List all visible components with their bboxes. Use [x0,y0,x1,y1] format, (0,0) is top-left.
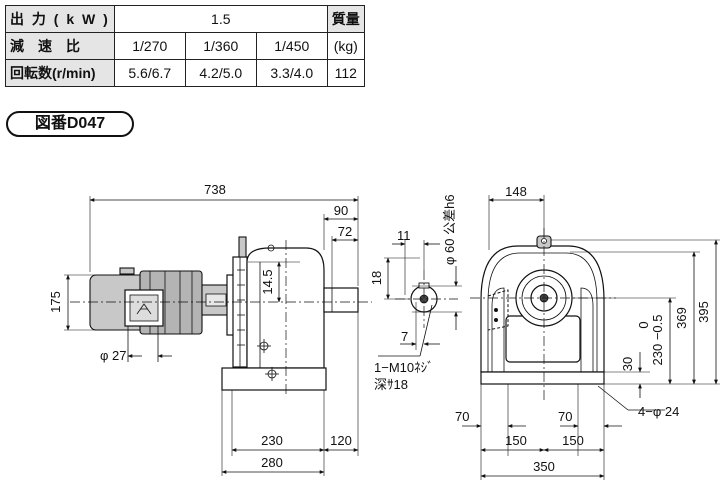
ratio-1: 1/270 [113,32,186,60]
dim-key-7: 7 [401,329,408,344]
output-shaft-side [323,287,359,313]
dim-shaft-90: 90 [334,203,348,218]
speed-1: 5.6/6.7 [113,59,186,87]
ratio-3: 1/450 [255,32,328,60]
dim-motor-height: 175 [48,291,63,313]
hole-note: 4−φ 24 [638,404,679,419]
dim-base-230: 230 [261,433,283,448]
tap-note-1: 1−M10ﾈｼﾞ [374,360,434,375]
mass-unit: (kg) [326,32,365,60]
dim-front-150-left: 150 [505,433,527,448]
dim-front-148: 148 [505,184,527,199]
dim-front-70-right: 70 [558,409,572,424]
speed-2: 4.2/5.0 [184,59,257,87]
ratio-2: 1/360 [184,32,257,60]
dim-front-70-left: 70 [455,409,469,424]
ratio-label: 減 速 比 [5,32,115,60]
dim-shaft-72: 72 [338,224,352,239]
front-view: 148 395 369 230 −0.5 0 30 4−φ 24 70 70 [455,184,720,480]
figure-number-badge: 図番D047 [6,111,134,137]
side-view: 738 90 72 175 φ 27 14.5 230 280 120 [48,182,372,476]
dim-shaft-dia: φ 60 公差h6 [442,194,457,265]
dim-shaft-120: 120 [330,433,352,448]
dim-front-350: 350 [533,459,555,474]
dim-front-395: 395 [696,301,711,323]
dim-gear-14-5: 14.5 [260,269,275,294]
dim-front-230-tol: 230 −0.5 [650,315,665,366]
dim-front-230-tol-top: 0 [636,321,651,328]
shaft-detail: 11 18 φ 60 公差h6 7 1−M10ﾈｼﾞ 深ｻ18 [369,194,462,392]
tap-note-2: 深ｻ18 [374,377,408,392]
output-label: 出 力 ( k W ) [5,5,115,33]
dim-front-369: 369 [674,307,689,329]
speed-3: 3.3/4.0 [255,59,328,87]
gearbox-housing [246,247,325,369]
eye-bolt-motor [119,267,135,275]
dim-base-280: 280 [261,455,283,470]
dim-total-length: 738 [204,182,226,197]
dim-front-150-right: 150 [562,433,584,448]
dim-terminal-dia: φ 27 [100,348,127,363]
dim-key-11: 11 [397,228,411,243]
dim-front-30: 30 [620,357,635,371]
speed-label: 回転数(r/min) [5,59,115,87]
spec-table: 出 力 ( k W ) 1.5 質量 減 速 比 1/270 1/360 1/4… [5,5,365,87]
dim-key-18: 18 [369,271,384,285]
front-base [480,371,605,385]
base-plate [221,367,327,391]
eye-bolt-gear [238,236,247,258]
mass-value: 112 [326,59,365,87]
